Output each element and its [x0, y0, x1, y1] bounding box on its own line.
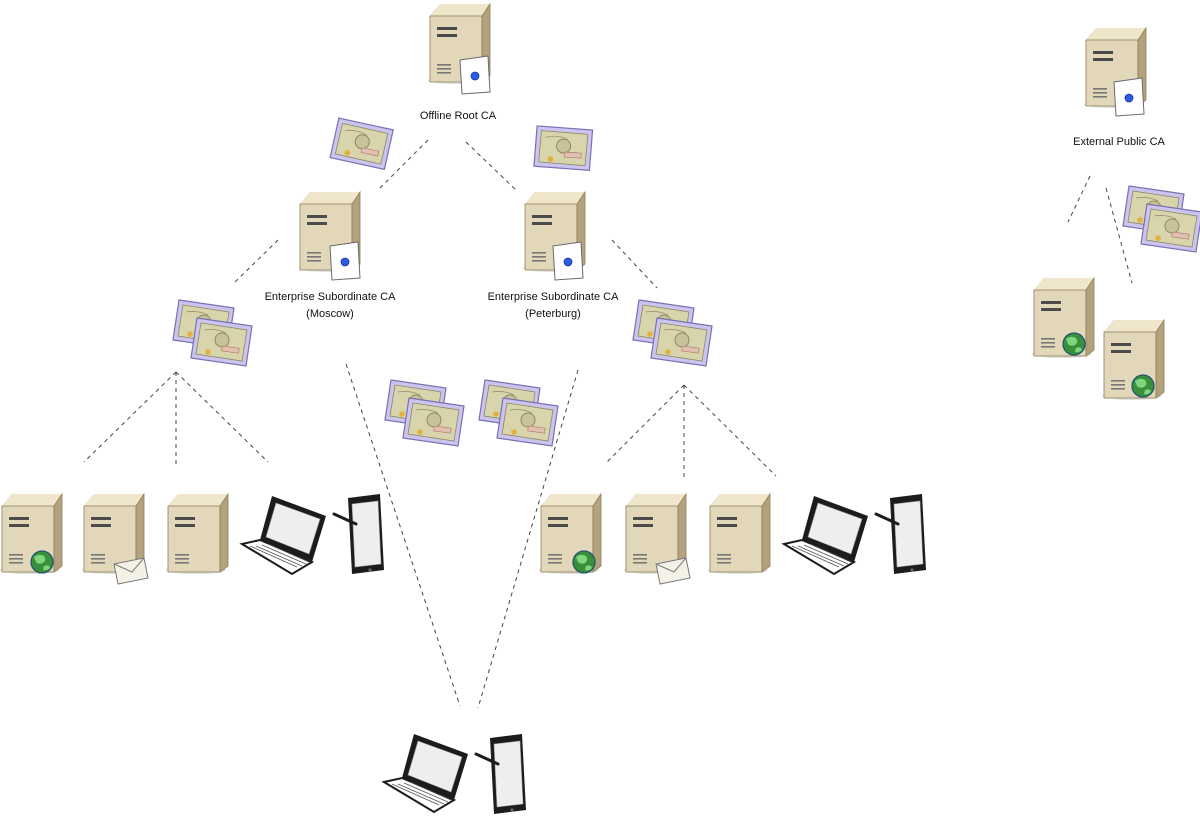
certificate-pair-icon — [385, 380, 464, 446]
subordinate-ca-peterburg-label: Enterprise Subordinate CA — [488, 291, 620, 303]
moscow-clients — [0, 492, 386, 585]
peterburg-clients — [538, 492, 928, 585]
subordinate-ca-peterburg-node: Enterprise Subordinate CA (Peterburg) — [488, 191, 620, 320]
tablet-icon — [474, 732, 528, 816]
subordinate-ca-moscow-node: Enterprise Subordinate CA (Moscow) — [265, 191, 397, 320]
subordinate-ca-moscow-location: (Moscow) — [306, 308, 354, 320]
subordinate-ca-peterburg-location: (Peterburg) — [525, 308, 581, 320]
certificate-pair-icon — [173, 300, 252, 366]
laptop-icon — [241, 495, 327, 575]
certificate-icon — [328, 117, 395, 171]
external-public-ca-label: External Public CA — [1073, 136, 1165, 148]
external-public-ca-node: External Public CA — [1073, 27, 1166, 148]
web-server-icon — [538, 493, 602, 575]
mail-server-icon — [623, 493, 691, 585]
ca-server-icon — [1083, 27, 1147, 117]
tablet-icon — [874, 492, 928, 576]
web-server-icon — [1101, 319, 1165, 401]
certificate-pair-icon — [1123, 186, 1200, 252]
server-icon — [707, 493, 771, 575]
mobile-clients — [383, 732, 528, 816]
mail-server-icon — [81, 493, 149, 585]
ca-server-icon — [297, 191, 361, 281]
server-icon — [165, 493, 229, 575]
offline-root-ca-label: Offline Root CA — [420, 110, 497, 122]
certificate-pair-icon — [479, 380, 558, 446]
web-server-icon — [0, 493, 63, 575]
subordinate-ca-moscow-label: Enterprise Subordinate CA — [265, 291, 397, 303]
connector-lines — [83, 139, 1133, 709]
certificate-icon — [530, 121, 596, 175]
web-server-icon — [1031, 277, 1095, 359]
offline-root-ca-node: Offline Root CA — [420, 3, 497, 122]
ca-server-icon — [522, 191, 586, 281]
tablet-icon — [332, 492, 386, 576]
certificate-pair-icon — [633, 300, 712, 366]
laptop-icon — [783, 495, 869, 575]
ca-server-icon — [427, 3, 491, 95]
laptop-icon — [383, 733, 469, 813]
